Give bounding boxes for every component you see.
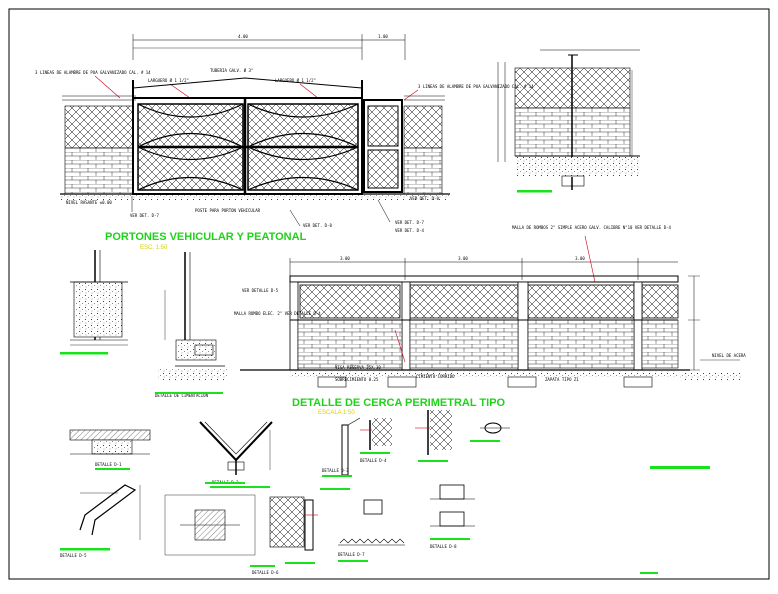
detail-d1: DETALLE D-1 <box>69 429 151 470</box>
detail-label-4: DETALLE D-3 <box>322 468 349 473</box>
title-gates: PORTONES VEHICULAR Y PEATONAL <box>105 231 307 243</box>
gate-label-ver3: VER DET. D-7 <box>395 220 424 225</box>
gate-label-base: NIVEL RASANTE ±0.00 <box>66 200 112 205</box>
fence-label-mesh-left: MALLA ROMBO ELEC. 2" VER DETALLE D-4 <box>234 311 321 316</box>
fence-label-level: NIVEL DE ACERA <box>712 353 746 358</box>
gate-dim-top: 4.00 <box>238 34 248 39</box>
gate-label-wire-left: 3 LINEAS DE ALAMBRE DE PUA GALVANIZADO C… <box>35 70 151 75</box>
fence-dim-1: 3.00 <box>340 256 350 261</box>
detail-label-5: DETALLE D-4 <box>360 458 387 463</box>
gate-label-ver2: VER DET. D-8 <box>303 223 332 228</box>
fence-label-ref: VIGA RESERVA 25X.30 <box>335 365 381 370</box>
detail-d10: DETALLE D-7 <box>320 488 405 562</box>
title-fence: DETALLE DE CERCA PERIMETRAL TIPO <box>292 397 506 409</box>
gate-dim-top-right: 1.00 <box>378 34 388 39</box>
fence-dim-2: 3.00 <box>458 256 468 261</box>
fence-label-malla: MALLA DE ROMBOS 2" SIMPLE ACERO GALV. CA… <box>512 225 672 230</box>
detail-d7: DETALLE D-5 <box>60 484 141 558</box>
detail-label-8: DETALLE D-7 <box>338 552 365 557</box>
fence-label-sobrecimiento: SOBRECIMIENTO 0.25 <box>335 377 379 382</box>
detail-label-2: DETALLE D-1 <box>95 462 122 467</box>
gate-label-tubo: TUBERIA GALV. Ø 3" <box>210 68 253 73</box>
detail-label-1: DETALLE DE CIMENTACION <box>155 393 209 398</box>
gate-label-wire-right: 3 LINEAS DE ALAMBRE DE PUA GALVANIZADO C… <box>418 84 534 89</box>
fence-label-ver-detalle: VER DETALLE D-5 <box>242 288 279 293</box>
subtitle-fence: ESCALA 1:50 <box>318 410 355 416</box>
detail-d9 <box>269 496 318 564</box>
detail-label-7: DETALLE D-6 <box>252 570 279 575</box>
subtitle-gates: ESC. 1:50 <box>140 245 168 251</box>
sheet-border <box>8 8 770 580</box>
fence-elevation: 3.00 3.00 3.00 MALLA DE ROMBOS 2" SIMPLE… <box>234 225 746 388</box>
gate-section <box>497 49 640 193</box>
detail-d4: DETALLE D-4 <box>360 418 392 463</box>
detail-d6 <box>470 422 510 442</box>
gate-label-ver1: VER DET. D-7 <box>130 213 159 218</box>
detail-green-tags <box>640 466 710 574</box>
fence-label-zapata: ZAPATA TIPO Z1 <box>545 377 579 382</box>
fence-label-cimiento: CIMIENTO CORRIDO <box>416 374 455 379</box>
detail-label-9: DETALLE D-8 <box>430 544 457 549</box>
gate-label-angle-right: LARGUERO Ø 1 1/2" <box>275 78 316 83</box>
foundation-detail-1 <box>60 250 128 355</box>
gate-label-angle-left: LARGUERO Ø 1 1/2" <box>148 78 189 83</box>
detail-d3: DETALLE D-3 <box>322 417 361 477</box>
detail-label-6: DETALLE D-5 <box>60 553 87 558</box>
gate-label-ver5: VER DET. D-8 <box>410 196 439 201</box>
fence-dim-3: 3.00 <box>575 256 585 261</box>
foundation-detail-2: DETALLE DE CIMENTACION <box>155 252 228 398</box>
detail-d11: DETALLE D-8 <box>430 484 475 549</box>
gate-label-ver4: VER DET. D-4 <box>395 228 424 233</box>
detail-d2: DETALLE D-2 <box>199 421 273 488</box>
gate-label-post: POSTE PARA PORTON VEHICULAR <box>195 208 261 213</box>
detail-d5 <box>415 410 452 462</box>
detail-d8: DETALLE D-6 <box>164 482 279 575</box>
gate-elevation: 4.00 1.00 3 LINEAS DE ALAMBRE DE PUA GAL… <box>35 34 534 233</box>
